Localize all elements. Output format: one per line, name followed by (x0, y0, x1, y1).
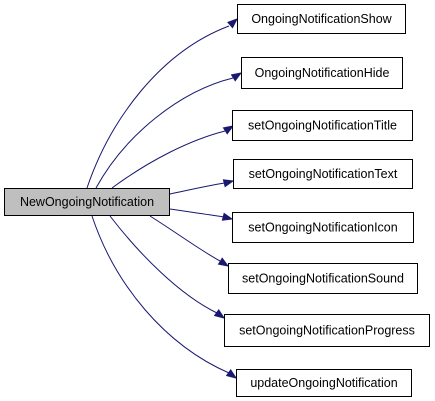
node-target-7-box (236, 369, 412, 397)
node-target-7-label: updateOngoingNotification (250, 376, 397, 390)
node-target-4[interactable]: setOngoingNotificationIcon (232, 212, 414, 243)
edge-3-arrowhead (222, 179, 235, 188)
node-target-0[interactable]: OngoingNotificationShow (237, 4, 406, 34)
node-target-0-label: OngoingNotificationShow (251, 12, 392, 26)
edge-0-arrowhead (227, 18, 239, 29)
edge-7 (91, 215, 230, 374)
edge-6-arrowhead (213, 309, 226, 319)
edge-2 (111, 130, 226, 189)
edge-0 (86, 25, 230, 189)
node-target-7[interactable]: updateOngoingNotification (236, 369, 412, 397)
node-target-5-box (228, 263, 418, 294)
edges (86, 18, 243, 379)
edge-5 (149, 215, 221, 262)
node-target-4-label: setOngoingNotificationIcon (248, 221, 397, 235)
node-target-3[interactable]: setOngoingNotificationText (233, 159, 413, 189)
node-target-2[interactable]: setOngoingNotificationTitle (232, 110, 413, 141)
node-target-1-label: OngoingNotificationHide (255, 66, 390, 80)
edge-6 (109, 215, 218, 314)
node-target-6[interactable]: setOngoingNotificationProgress (224, 314, 430, 347)
node-target-2-label: setOngoingNotificationTitle (248, 119, 397, 133)
node-target-6-label: setOngoingNotificationProgress (239, 324, 415, 338)
edge-3 (169, 182, 226, 195)
edge-7-arrowhead (225, 369, 238, 379)
node-target-3-label: setOngoingNotificationText (249, 167, 398, 181)
node-target-4-box (232, 212, 414, 243)
node-root[interactable]: NewOngoingNotification (4, 188, 170, 216)
node-target-0-box (237, 4, 406, 34)
node-target-1-box (241, 57, 403, 89)
node-root-box (4, 188, 170, 216)
edge-4 (169, 208, 225, 218)
node-target-3-box (233, 159, 413, 189)
edge-5-arrowhead (217, 257, 230, 267)
node-target-6-box (224, 314, 430, 347)
node-target-1[interactable]: OngoingNotificationHide (241, 57, 403, 89)
edge-4-arrowhead (221, 212, 234, 221)
edge-2-arrowhead (222, 125, 235, 135)
node-target-2-box (232, 110, 413, 141)
node-root-label: NewOngoingNotification (20, 195, 154, 209)
node-target-5[interactable]: setOngoingNotificationSound (228, 263, 418, 294)
edge-1 (95, 77, 234, 189)
node-target-5-label: setOngoingNotificationSound (242, 272, 404, 286)
edge-1-arrowhead (230, 72, 243, 82)
